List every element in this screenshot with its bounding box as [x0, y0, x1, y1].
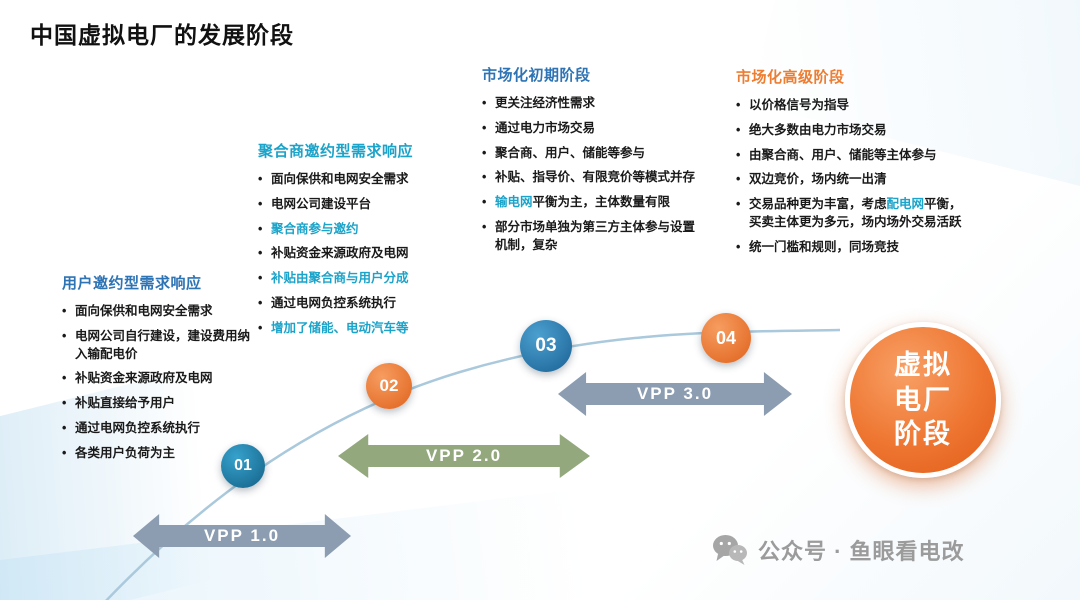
bullet-item: 补贴直接给予用户	[62, 395, 262, 413]
bullet-item: 通过电网负控系统执行	[258, 295, 456, 313]
bullet-text: 补贴资金来源政府及电网	[75, 371, 213, 386]
bullet-item: 绝大多数由电力市场交易	[736, 122, 966, 140]
bullet-item: 补贴由聚合商与用户分成	[258, 270, 456, 288]
stage-1-column: 用户邀约型需求响应 面向保供和电网安全需求 电网公司自行建设，建设费用纳入输配电…	[62, 272, 262, 469]
bullet-text: 双边竞价，场内统一出清	[749, 172, 887, 187]
bullet-text: 面向保供和电网安全需求	[75, 304, 213, 318]
milestone-04-circle: 04	[701, 313, 751, 363]
bullet-text: 补贴资金来源政府及电网	[271, 246, 409, 261]
footer-text: 公众号 · 鱼眼看电改	[758, 539, 965, 564]
bullet-text: 平衡为主，主体数量有限	[532, 195, 671, 209]
milestone-01-circle: 01	[221, 444, 265, 488]
bullet-item: 电网公司自行建设，建设费用纳入输配电价	[62, 328, 262, 364]
bullet-text: 更关注经济性需求	[495, 96, 596, 110]
bullet-text: 各类用户负荷为主	[75, 445, 176, 460]
bullet-text: 统一门槛和规则，同场竞技	[749, 239, 900, 254]
bullet-item: 补贴、指导价、有限竞价等模式并存	[482, 169, 706, 187]
stage-2-column: 聚合商邀约型需求响应 面向保供和电网安全需求 电网公司建设平台 聚合商参与邀约 …	[258, 140, 456, 344]
bullet-item: 面向保供和电网安全需求	[62, 303, 262, 321]
bullet-text: 平衡，买卖主体更为多元，场内场外交易活跃	[749, 197, 962, 229]
bullet-text: 补贴、指导价、有限竞价等模式并存	[495, 170, 696, 185]
bullet-text-highlight: 补贴由聚合商与用户分成	[271, 271, 409, 285]
bullet-item: 补贴资金来源政府及电网	[62, 370, 262, 388]
bullet-text: 绝大多数由电力市场交易	[749, 122, 887, 137]
bullet-text: 补贴直接给予用户	[75, 396, 176, 410]
vpp-3-arrow: VPP 3.0	[558, 372, 792, 416]
bullet-item: 通过电网负控系统执行	[62, 420, 262, 438]
bullet-text: 交易品种更为丰富，考虑	[749, 197, 887, 211]
bullet-text: 以价格信号为指导	[749, 98, 850, 112]
badge-text-line: 电厂	[894, 384, 952, 415]
bullet-text: 通过电力市场交易	[495, 120, 596, 135]
bullet-item: 以价格信号为指导	[736, 97, 966, 115]
vpp-1-arrow: VPP 1.0	[133, 514, 351, 558]
bullet-text: 聚合商、用户、储能等参与	[495, 145, 646, 160]
vpp-2-arrow: VPP 2.0	[338, 434, 590, 478]
stage-3-heading: 市场化初期阶段	[482, 67, 591, 84]
bullet-text-highlight: 增加了储能、电动汽车等	[271, 320, 409, 335]
stage-1-bullets: 面向保供和电网安全需求 电网公司自行建设，建设费用纳入输配电价 补贴资金来源政府…	[62, 303, 262, 462]
bullet-item: 输电网平衡为主，主体数量有限	[482, 194, 706, 212]
bullet-item: 由聚合商、用户、储能等主体参与	[736, 147, 966, 165]
bullet-item: 聚合商参与邀约	[258, 221, 456, 239]
bullet-item: 各类用户负荷为主	[62, 445, 262, 463]
slide-title: 中国虚拟电厂的发展阶段	[30, 22, 294, 48]
vpp-2-label: VPP 2.0	[425, 446, 503, 465]
bullet-text: 通过电网负控系统执行	[75, 420, 201, 435]
bullet-text-highlight: 配电网	[886, 197, 925, 211]
bullet-item: 补贴资金来源政府及电网	[258, 245, 456, 263]
bullet-item: 增加了储能、电动汽车等	[258, 320, 456, 338]
milestone-03-number: 03	[535, 335, 557, 356]
stage-2-bullets: 面向保供和电网安全需求 电网公司建设平台 聚合商参与邀约 补贴资金来源政府及电网…	[258, 171, 456, 337]
stage-1-heading: 用户邀约型需求响应	[62, 275, 202, 292]
bullet-text-highlight: 输电网	[495, 195, 533, 209]
bullet-item: 部分市场单独为第三方主体参与设置机制，复杂	[482, 219, 706, 255]
bullet-item: 交易品种更为丰富，考虑配电网平衡，买卖主体更为多元，场内场外交易活跃	[736, 196, 966, 232]
bullet-text: 部分市场单独为第三方主体参与设置机制，复杂	[495, 219, 696, 252]
stage-4-column: 市场化高级阶段 以价格信号为指导 绝大多数由电力市场交易 由聚合商、用户、储能等…	[736, 66, 966, 263]
bullet-item: 双边竞价，场内统一出清	[736, 171, 966, 189]
vpp-stage-badge: 虚拟 电厂 阶段	[845, 322, 1001, 478]
stage-4-heading: 市场化高级阶段	[736, 69, 845, 86]
bullet-text: 电网公司建设平台	[271, 196, 372, 211]
milestone-03-circle: 03	[520, 320, 572, 372]
bullet-text: 通过电网负控系统执行	[271, 295, 397, 310]
vpp-3-label: VPP 3.0	[636, 384, 714, 403]
milestone-02-number: 02	[379, 376, 399, 395]
stage-3-bullets: 更关注经济性需求 通过电力市场交易 聚合商、用户、储能等参与 补贴、指导价、有限…	[482, 95, 706, 254]
bullet-item: 通过电力市场交易	[482, 120, 706, 138]
stage-2-heading: 聚合商邀约型需求响应	[258, 143, 414, 160]
vpp-1-label: VPP 1.0	[203, 526, 281, 545]
footer-watermark: 公众号 · 鱼眼看电改	[712, 534, 965, 566]
bullet-item: 聚合商、用户、储能等参与	[482, 145, 706, 163]
milestone-01-number: 01	[234, 457, 252, 474]
bullet-text-highlight: 聚合商参与邀约	[271, 221, 359, 236]
bullet-item: 更关注经济性需求	[482, 95, 706, 113]
bullet-text: 由聚合商、用户、储能等主体参与	[749, 147, 937, 162]
badge-text-line: 虚拟	[894, 350, 952, 381]
bullet-item: 电网公司建设平台	[258, 196, 456, 214]
bullet-item: 统一门槛和规则，同场竞技	[736, 239, 966, 257]
badge-text-line: 阶段	[894, 419, 952, 450]
milestone-04-number: 04	[715, 327, 737, 348]
wechat-icon	[712, 534, 748, 566]
bullet-item: 面向保供和电网安全需求	[258, 171, 456, 189]
bullet-text: 面向保供和电网安全需求	[271, 172, 409, 186]
stage-4-bullets: 以价格信号为指导 绝大多数由电力市场交易 由聚合商、用户、储能等主体参与 双边竞…	[736, 97, 966, 256]
stage-3-column: 市场化初期阶段 更关注经济性需求 通过电力市场交易 聚合商、用户、储能等参与 补…	[482, 64, 706, 261]
bullet-text: 电网公司自行建设，建设费用纳入输配电价	[75, 328, 251, 361]
milestone-02-circle: 02	[366, 363, 412, 409]
